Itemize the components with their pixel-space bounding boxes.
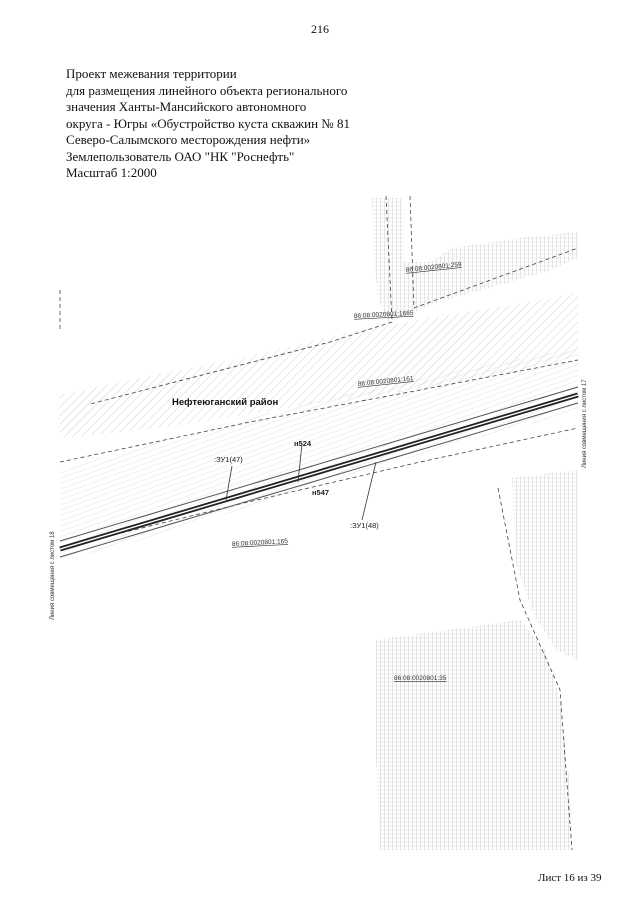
point-label-n547: н547: [312, 488, 329, 497]
leader-lines: [225, 443, 377, 521]
terrain-hatch-right: [512, 470, 578, 660]
plot-label-zu47: :ЗУ1(47): [214, 455, 243, 464]
cadastral-label-1665: 86:08:0020801:1665: [354, 310, 414, 320]
title-line: для размещения линейного объекта региона…: [66, 82, 348, 98]
page-number: 216: [311, 22, 329, 36]
title-line: Масштаб 1:2000: [66, 165, 157, 180]
title-line: округа - Югры «Обустройство куста скважи…: [66, 115, 350, 131]
terrain-hatch-band: [60, 292, 578, 438]
plot-label-zu48: :ЗУ1(48): [350, 521, 379, 530]
terrain-hatch-bottom: [376, 620, 572, 850]
title-line: Северо-Салымского месторождения нефти»: [66, 132, 311, 147]
title-block: Проект межевания территории для размещен…: [66, 66, 350, 182]
cadastral-label-165: 86:08:0020801:165: [232, 538, 289, 548]
parcel-boundaries: [59, 195, 579, 851]
district-label: Нефтеюганский район: [172, 397, 278, 408]
pipeline: [59, 386, 579, 558]
title-line: Проект межевания территории: [66, 66, 237, 81]
match-line-left: Линия совмещения с листом 18: [50, 531, 56, 620]
title-line: значения Ханты-Мансийского автономного: [66, 99, 307, 114]
match-line-right: Линия совмещения с листом 17: [582, 379, 588, 468]
sheet-footer: Лист 16 из 39: [538, 872, 602, 884]
title-line: Землепользователь ОАО "НК "Роснефть": [66, 148, 295, 164]
point-label-n524: н524: [294, 439, 312, 448]
terrain-hatch-top: [372, 198, 578, 322]
cadastral-label-35: 86:08:0020801:35: [394, 675, 447, 682]
terrain-hatch-corridor: [60, 348, 578, 560]
